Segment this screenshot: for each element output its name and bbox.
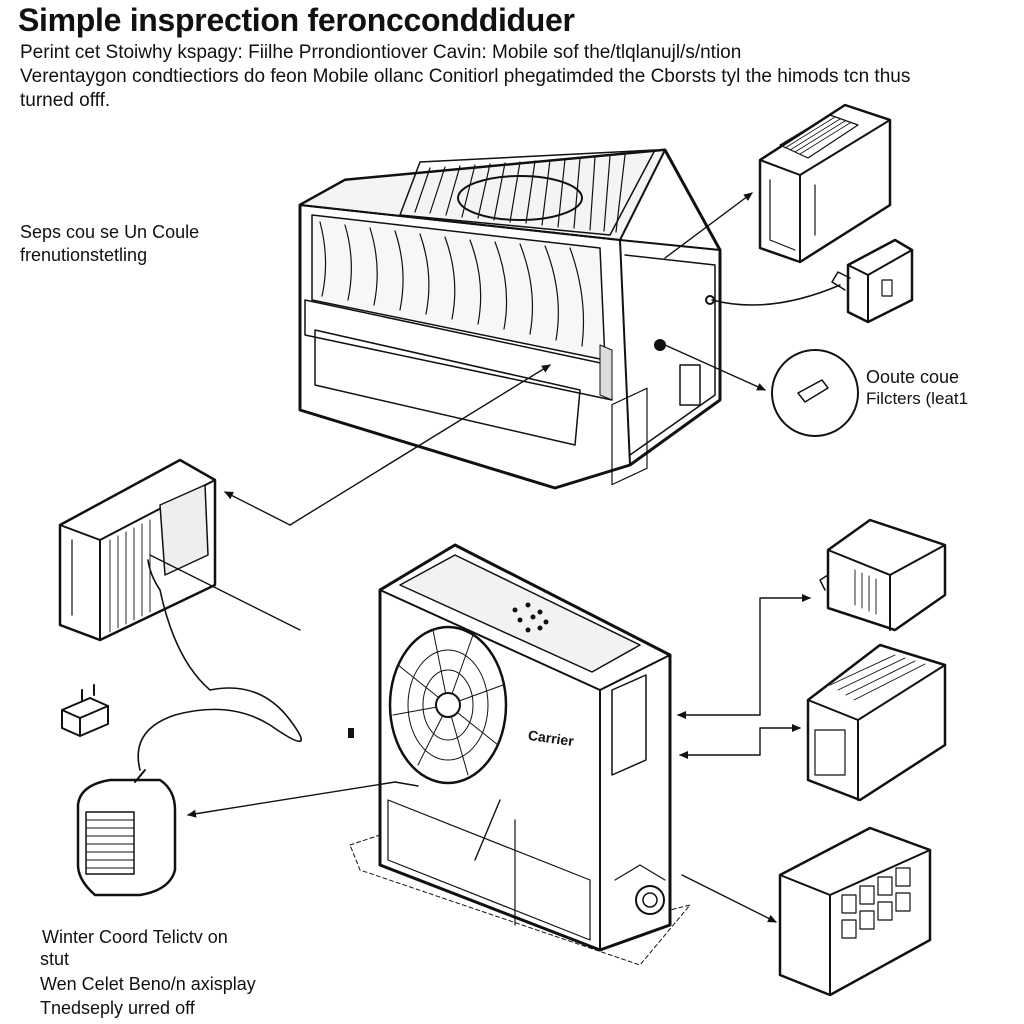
power-adapter-icon [78,770,175,895]
grid-dots [512,602,549,633]
small-plug-icon [62,685,108,736]
bottom-note-line-1: Winter Coord Telictv on [42,927,228,947]
callout-label-line-1: Ooute coue [866,367,960,387]
indoor-unit-icon [300,150,720,488]
compressor-icon [808,645,945,800]
left-label-line-2: frenutionstetling [20,245,148,265]
intro-line-2: Verentaygon condtiectiors do feon Mobile… [20,66,911,87]
left-label-line-1: Seps cou se Un Coule [20,222,200,242]
cord [712,285,840,305]
filter-box-icon [760,105,890,262]
bottom-note-line-4: Tnedseply urred off [40,998,195,1018]
plug-icon [832,240,912,322]
small-marker [348,728,354,738]
intro-line-3: turned offf. [20,90,111,111]
callout-label-line-2: Filcters (leat1 [866,389,969,408]
magnifier-callout-icon [772,350,858,436]
bottom-note-line-2: stut [40,949,70,969]
adapter-cord [138,560,301,770]
intro-line-1: Perint cet Stoiwhy kspagy: Fiilhe Prrond… [20,42,742,63]
capacitor-block-icon [780,828,930,995]
fan-icon [390,627,506,783]
leader-arrows [150,193,811,922]
control-box-icon [820,520,945,630]
evaporator-coil-icon [60,460,215,640]
bottom-note-line-3: Wen Celet Beno/n axisplay [40,974,256,994]
page-title: Simple insprection feroncconddiduer [18,2,575,38]
